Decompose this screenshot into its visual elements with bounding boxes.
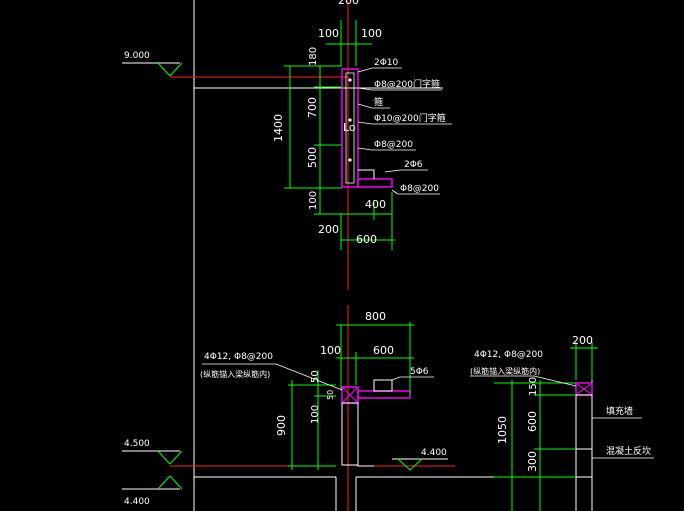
level-marker-mid-right: 4.400	[392, 448, 448, 471]
mid-dim-top-total: 800	[365, 310, 386, 323]
top-dim-left-total: 1400	[272, 114, 285, 142]
svg-text:9.000: 9.000	[124, 51, 150, 61]
mid-callout-leaders	[202, 363, 434, 391]
level-marker-top: 9.000	[122, 51, 183, 77]
callout-stirrup-2: Φ10@200门字箍	[374, 112, 446, 124]
top-dim-bot-c: 600	[356, 233, 377, 246]
callout-stirrup-short: 箍	[374, 96, 383, 108]
svg-text:4.400: 4.400	[421, 448, 447, 458]
top-dim-bot-a: 400	[365, 198, 386, 211]
right-dim-b: 600	[526, 411, 539, 432]
right-label-curb: 混凝土反坎	[606, 445, 651, 457]
top-callout-leaders	[357, 67, 452, 195]
right-dim-top: 200	[572, 334, 593, 347]
mid-dim-top-right: 600	[373, 344, 394, 357]
right-beam-note-2: (纵筋锚入梁纵筋内)	[470, 366, 540, 376]
mid-dim-left-total: 900	[275, 415, 288, 436]
top-dim-right: 100	[361, 27, 382, 40]
mid-beam-note-2: (纵筋锚入梁纵筋内)	[200, 369, 270, 379]
top-dim-left-c: 500	[306, 147, 319, 168]
top-dim-total: 200	[338, 0, 359, 7]
right-beam-note-1: 4Φ12, Φ8@200	[474, 350, 543, 360]
level-marker-bottom-left: 4.400	[122, 475, 183, 507]
mid-dim-left-b: 50	[326, 390, 335, 400]
mid-dim-left-a: 50	[310, 370, 321, 383]
svg-text:Lo: Lo	[343, 121, 356, 134]
svg-text:4.400: 4.400	[124, 497, 150, 507]
axis-lines	[170, 0, 455, 511]
callout-bar-spacing: Φ8@200	[374, 140, 413, 150]
mid-section-dim-lines	[288, 322, 414, 470]
top-dim-bot-b: 200	[318, 223, 339, 236]
right-dim-a: 150	[528, 377, 539, 396]
mid-beam-note-1: 4Φ12, Φ8@200	[204, 352, 273, 362]
top-dim-left: 100	[318, 27, 339, 40]
callout-ledge-stirrup: Φ8@200	[400, 184, 439, 194]
callout-top-bar: 2Φ10	[374, 58, 399, 68]
callout-stirrup-1: Φ8@200门字箍	[374, 78, 440, 90]
mid-bar-note: 5Φ6	[410, 367, 429, 377]
right-section-dim-lines	[494, 342, 598, 511]
top-dim-left-d: 100	[308, 191, 319, 210]
callout-ledge-bars: 2Φ6	[404, 160, 423, 170]
right-label-wall: 填充墙	[606, 405, 633, 417]
mid-dim-left-c: 100	[310, 405, 321, 424]
right-dim-total: 1050	[496, 416, 509, 444]
level-marker-mid-left: 4.500	[122, 439, 183, 465]
top-section-concrete: Lo	[341, 68, 393, 188]
mid-section-concrete	[341, 379, 411, 467]
right-dim-c: 300	[526, 451, 539, 472]
top-dim-left-a: 180	[308, 47, 319, 66]
top-section-dim-lines	[284, 20, 395, 250]
right-callout-leaders	[470, 375, 654, 459]
top-dim-left-b: 700	[306, 97, 319, 118]
svg-text:4.500: 4.500	[124, 439, 150, 449]
right-section-concrete	[575, 382, 593, 478]
mid-dim-top-left: 100	[320, 344, 341, 357]
structure-outlines	[193, 0, 593, 511]
